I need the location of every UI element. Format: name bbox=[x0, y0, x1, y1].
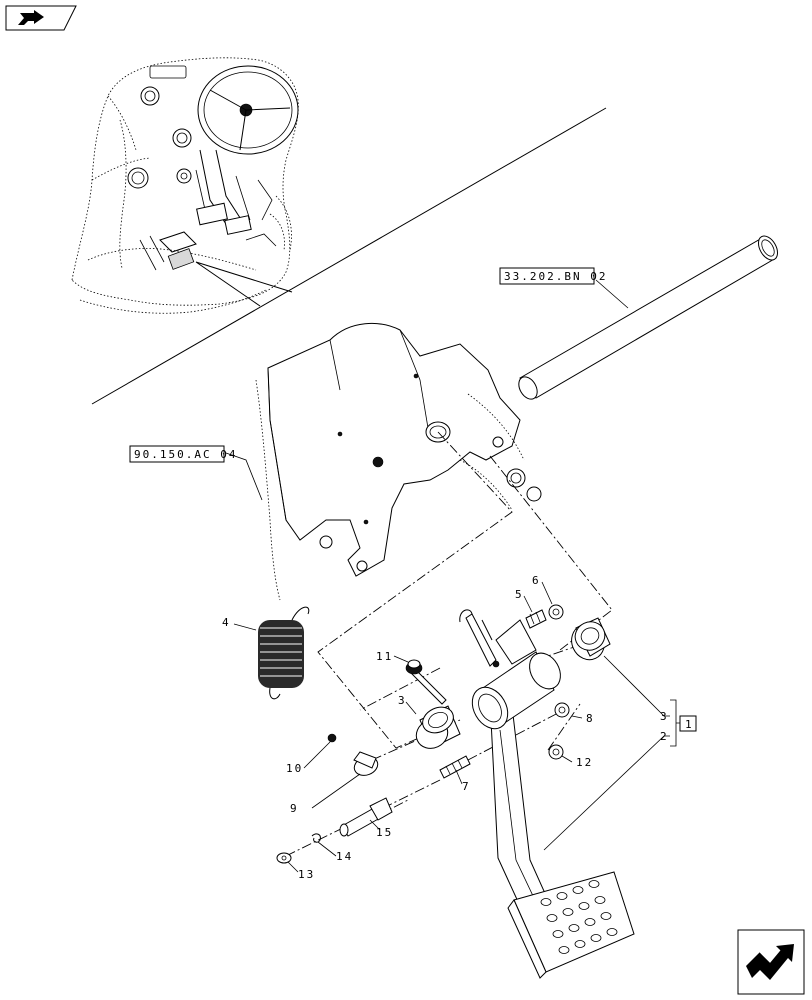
callout-13: 13 bbox=[298, 868, 315, 881]
kit-reference-box[interactable]: 1 bbox=[679, 715, 697, 732]
callout-14: 14 bbox=[336, 850, 353, 863]
reference-label: 90.150.AC 04 bbox=[134, 448, 237, 461]
callout-2: 2 bbox=[660, 730, 669, 743]
small-parts bbox=[276, 604, 611, 864]
next-page-icon[interactable] bbox=[737, 929, 805, 995]
return-spring bbox=[258, 606, 310, 700]
callout-9: 9 bbox=[290, 802, 299, 815]
callout-15: 15 bbox=[376, 826, 393, 839]
callout-3-right: 3 bbox=[660, 710, 669, 723]
tractor-overview-illustration bbox=[71, 57, 299, 314]
callout-12: 12 bbox=[576, 756, 593, 769]
cross-shaft bbox=[518, 235, 778, 400]
leader-lines bbox=[225, 279, 680, 873]
previous-page-icon[interactable] bbox=[5, 5, 77, 31]
detail-pointer-lines bbox=[195, 261, 293, 307]
callout-4: 4 bbox=[222, 616, 231, 629]
reference-box-left[interactable]: 90.150.AC 04 bbox=[129, 445, 237, 463]
callout-8: 8 bbox=[586, 712, 595, 725]
callout-11: 11 bbox=[376, 650, 393, 663]
reference-box-top[interactable]: 33.202.BN 02 bbox=[499, 267, 607, 285]
callout-10: 10 bbox=[286, 762, 303, 775]
pedal-support-bracket bbox=[255, 322, 542, 601]
callouts: 4 5 6 11 3 8 12 7 10 9 15 14 13 3 2 bbox=[222, 574, 669, 881]
callout-3-left: 3 bbox=[398, 694, 407, 707]
callout-5: 5 bbox=[515, 588, 524, 601]
callout-7: 7 bbox=[462, 780, 471, 793]
brake-pedal bbox=[459, 609, 635, 979]
section-divider-line bbox=[91, 107, 607, 405]
callout-6: 6 bbox=[532, 574, 541, 587]
reference-label: 33.202.BN 02 bbox=[504, 270, 607, 283]
kit-label: 1 bbox=[685, 718, 694, 731]
